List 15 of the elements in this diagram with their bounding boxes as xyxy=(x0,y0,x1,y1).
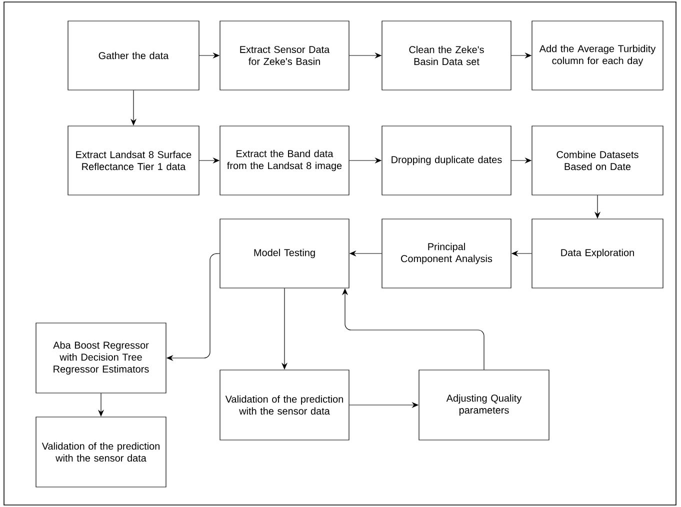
process-box: Data Exploration xyxy=(532,218,664,288)
process-box: Extract Sensor Data for Zeke's Basin xyxy=(220,20,350,90)
process-box: Combine Datasets Based on Date xyxy=(532,126,664,196)
process-box: Add the Average Turbidity column for each day xyxy=(532,20,664,90)
process-box: Validation of the prediction with the sensor data xyxy=(36,416,166,488)
process-box: Clean the Zeke's Basin Data set xyxy=(382,20,512,90)
process-box: Dropping duplicate dates xyxy=(382,126,512,196)
process-box: Gather the data xyxy=(68,20,200,90)
process-box: Model Testing xyxy=(220,218,350,288)
process-box: Validation of the prediction with the sensor data xyxy=(220,370,350,440)
process-box: Aba Boost Regressor with Decision Tree Regressor Estimators xyxy=(36,322,166,394)
process-box: Principal Component Analysis xyxy=(382,218,512,288)
process-box: Adjusting Quality parameters xyxy=(418,370,550,440)
process-box: Extract Landsat 8 Surface Reflectance Tier 1 data xyxy=(68,126,200,196)
process-box: Extract the Band data from the Landsat 8 image xyxy=(220,126,350,196)
